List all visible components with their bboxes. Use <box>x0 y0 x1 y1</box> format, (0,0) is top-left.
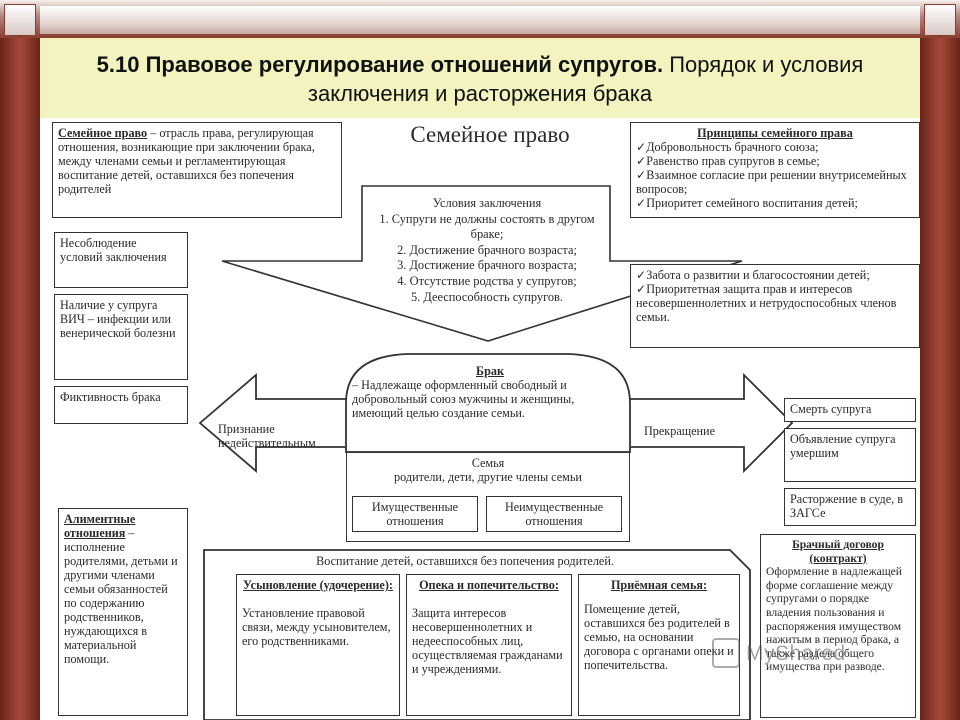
slide: 5.10 Правовое регулирование отношений су… <box>40 38 920 720</box>
slide-frame-left <box>0 38 40 720</box>
condition-item: 4. Отсутствие родства у супругов; <box>397 273 577 288</box>
nonproperty-relations: Неимущественные отношения <box>486 496 622 532</box>
foster-text: Помещение детей, оставшихся без родителе… <box>584 602 734 672</box>
foster-term: Приёмная семья: <box>610 578 708 592</box>
principles-box-continued: ✓Забота о развитии и благосостоянии дете… <box>630 264 920 348</box>
termination-label: Прекращение <box>644 424 715 438</box>
conditions-heading: Условия заключения <box>432 196 542 210</box>
principle-item: ✓Приоритет семейного воспитания детей; <box>636 196 858 210</box>
alimony-term: Алиментные отношения <box>64 512 136 540</box>
slide-frame-right <box>920 38 960 720</box>
family-law-definition: Семейное право – отрасль права, регулиру… <box>52 122 342 218</box>
slide-title: 5.10 Правовое регулирование отношений су… <box>40 50 920 108</box>
principle-item: ✓Взаимное согласие при решении внутрисем… <box>636 168 907 196</box>
invalid-ground-3: Фиктивность брака <box>54 386 188 424</box>
conditions-list: Условия заключения 1. Супруги не должны … <box>362 196 612 305</box>
contract-term: Брачный договор (контракт) <box>792 538 884 565</box>
watermark-icon <box>712 638 740 668</box>
guardianship-box: Опека и попечительство: Защита интересов… <box>406 574 572 716</box>
alimony-box: Алиментные отношения – исполнение родите… <box>58 508 188 716</box>
alimony-text: – исполнение родителями, детьми и другим… <box>64 526 178 666</box>
family-law-text: – отрасль права, регулирующая отношения,… <box>58 126 315 196</box>
slide-title-rest: Порядок и условия заключения и расторжен… <box>307 52 864 106</box>
principles-box: Принципы семейного права ✓Добровольность… <box>630 122 920 218</box>
adoption-box: Усыновление (удочерение): Установление п… <box>236 574 400 716</box>
adoption-text: Установление правовой связи, между усыно… <box>242 606 391 648</box>
slide-frame-top <box>0 0 960 38</box>
guardianship-text: Защита интересов несовершеннолетних и не… <box>412 606 563 676</box>
upbringing-heading: Воспитание детей, оставшихся без попечен… <box>316 554 614 568</box>
frame-corner-left <box>4 4 36 36</box>
marriage-term: Брак <box>476 364 504 378</box>
title-band: 5.10 Правовое регулирование отношений су… <box>40 38 920 118</box>
termination-ground-3: Расторжение в суде, в ЗАГСе <box>784 488 916 526</box>
marriage-definition: Брак – Надлежаще оформленный свободный и… <box>352 364 628 420</box>
marriage-dome <box>345 353 631 453</box>
contract-box: Брачный договор (контракт) Оформление в … <box>760 534 916 718</box>
principle-item: ✓Забота о развитии и благосостоянии дете… <box>636 268 870 282</box>
termination-arrow <box>617 372 794 474</box>
condition-item: 5. Дееспособность супругов. <box>410 289 564 304</box>
principle-item: ✓Приоритетная защита прав и интересов не… <box>636 282 897 324</box>
principle-item: ✓Равенство прав супругов в семье; <box>636 154 820 168</box>
termination-ground-1: Смерть супруга <box>784 398 916 422</box>
family-law-term: Семейное право <box>58 126 148 140</box>
property-relations: Имущественные отношения <box>352 496 478 532</box>
invalidity-label: Признание недействительным <box>218 422 316 450</box>
invalid-ground-1: Несоблюдение условий заключения <box>54 232 188 288</box>
principle-item: ✓Добровольность брачного союза; <box>636 140 819 154</box>
condition-item: 2. Достижение брачного возраста; <box>397 242 577 257</box>
condition-item: 3. Достижение брачного возраста; <box>397 258 577 273</box>
marriage-text: – Надлежаще оформленный свободный и добр… <box>352 378 575 420</box>
watermark: MyShared <box>746 642 846 665</box>
family-heading: Семья <box>471 456 505 470</box>
foster-box: Приёмная семья: Помещение детей, оставши… <box>578 574 740 716</box>
slide-title-bold: 5.10 Правовое регулирование отношений су… <box>96 52 664 77</box>
contract-text: Оформление в надлежащей форме соглашение… <box>766 565 903 674</box>
guardianship-term: Опека и попечительство: <box>419 578 559 592</box>
adoption-term: Усыновление (удочерение): <box>243 578 393 592</box>
conditions-funnel <box>221 185 743 342</box>
condition-item: 1. Супруги не должны состоять в другом б… <box>379 211 595 242</box>
principles-heading: Принципы семейного права <box>697 126 853 140</box>
family-text: родители, дети, другие члены семьи <box>394 470 582 484</box>
main-heading: Семейное право <box>410 122 570 147</box>
frame-corner-right <box>924 4 956 36</box>
family-law-diagram: Семейное право Семейное право – отрасль … <box>40 118 920 720</box>
termination-ground-2: Объявление супруга умершим <box>784 428 916 482</box>
invalid-ground-2: Наличие у супруга ВИЧ – инфекции или вен… <box>54 294 188 380</box>
